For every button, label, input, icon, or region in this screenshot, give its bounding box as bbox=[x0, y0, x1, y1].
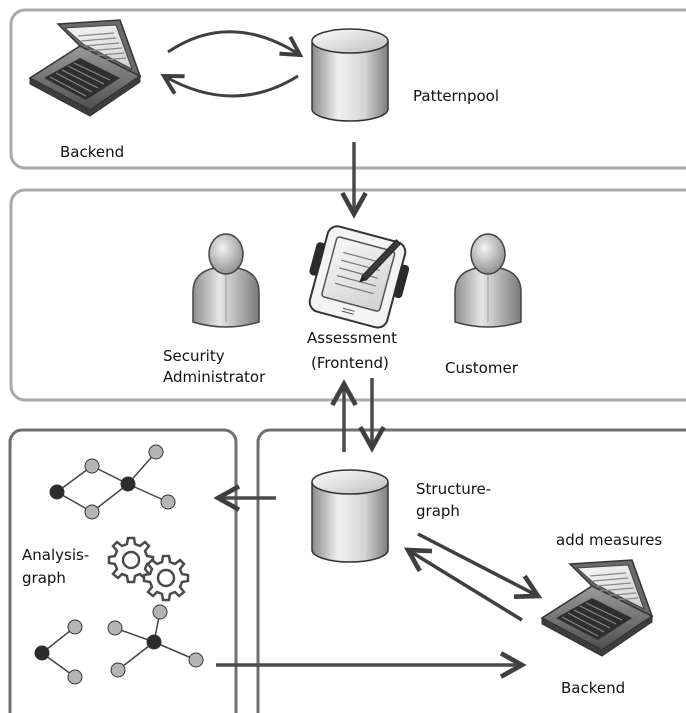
network-nodes-bottom-right bbox=[107, 604, 204, 678]
arrow-structure-to-backend bbox=[417, 532, 538, 596]
graph-node bbox=[34, 645, 50, 661]
label-analysis-graph-line1: Analysis- bbox=[22, 546, 89, 564]
database-icon-structure-graph bbox=[311, 469, 389, 563]
graph-node bbox=[49, 484, 65, 500]
gear-icon-small bbox=[142, 554, 190, 602]
sync-arrow-lower bbox=[164, 76, 299, 98]
label-structure-graph-line2: graph bbox=[416, 502, 460, 520]
graph-node bbox=[146, 634, 162, 650]
sync-arrow-upper bbox=[167, 30, 300, 55]
network-graph-top bbox=[56, 451, 169, 513]
label-structure-graph-line1: Structure- bbox=[416, 480, 491, 498]
label-assessment-line1: Assessment bbox=[307, 329, 397, 347]
graph-node bbox=[188, 652, 204, 668]
graph-node bbox=[84, 504, 100, 520]
laptop-icon-backend-top bbox=[29, 19, 141, 117]
panel-structure-graph bbox=[256, 428, 686, 713]
laptop-icon-backend-bottom bbox=[541, 559, 653, 657]
network-nodes-top bbox=[49, 444, 176, 520]
graph-node bbox=[148, 444, 164, 460]
panel-analysis-graph bbox=[8, 428, 238, 713]
label-backend-bottom: Backend bbox=[561, 679, 625, 697]
person-icon-customer bbox=[454, 233, 522, 328]
label-customer: Customer bbox=[445, 359, 519, 377]
graph-node bbox=[84, 458, 100, 474]
graph-node bbox=[110, 662, 126, 678]
graph-node bbox=[67, 619, 83, 635]
graph-node bbox=[107, 620, 123, 636]
label-security-admin-line2: Administrator bbox=[163, 368, 266, 386]
label-analysis-graph-line2: graph bbox=[22, 569, 66, 587]
arrow-backend-to-structure bbox=[408, 550, 523, 622]
panel-backend-patternpool bbox=[9, 8, 686, 170]
graph-node bbox=[120, 476, 136, 492]
label-assessment-line2: (Frontend) bbox=[311, 354, 389, 372]
database-icon-patternpool bbox=[311, 28, 389, 122]
label-add-measures: add measures bbox=[556, 531, 662, 549]
label-patternpool: Patternpool bbox=[413, 87, 499, 105]
network-nodes-bottom-left bbox=[34, 619, 83, 685]
tablet-pen-icon-assessment bbox=[308, 225, 410, 329]
label-security-admin-line1: Security bbox=[163, 347, 225, 365]
graph-node bbox=[67, 669, 83, 685]
graph-node bbox=[160, 494, 176, 510]
label-backend-top: Backend bbox=[60, 143, 124, 161]
graph-node bbox=[152, 604, 168, 620]
person-icon-security-admin bbox=[192, 233, 260, 328]
